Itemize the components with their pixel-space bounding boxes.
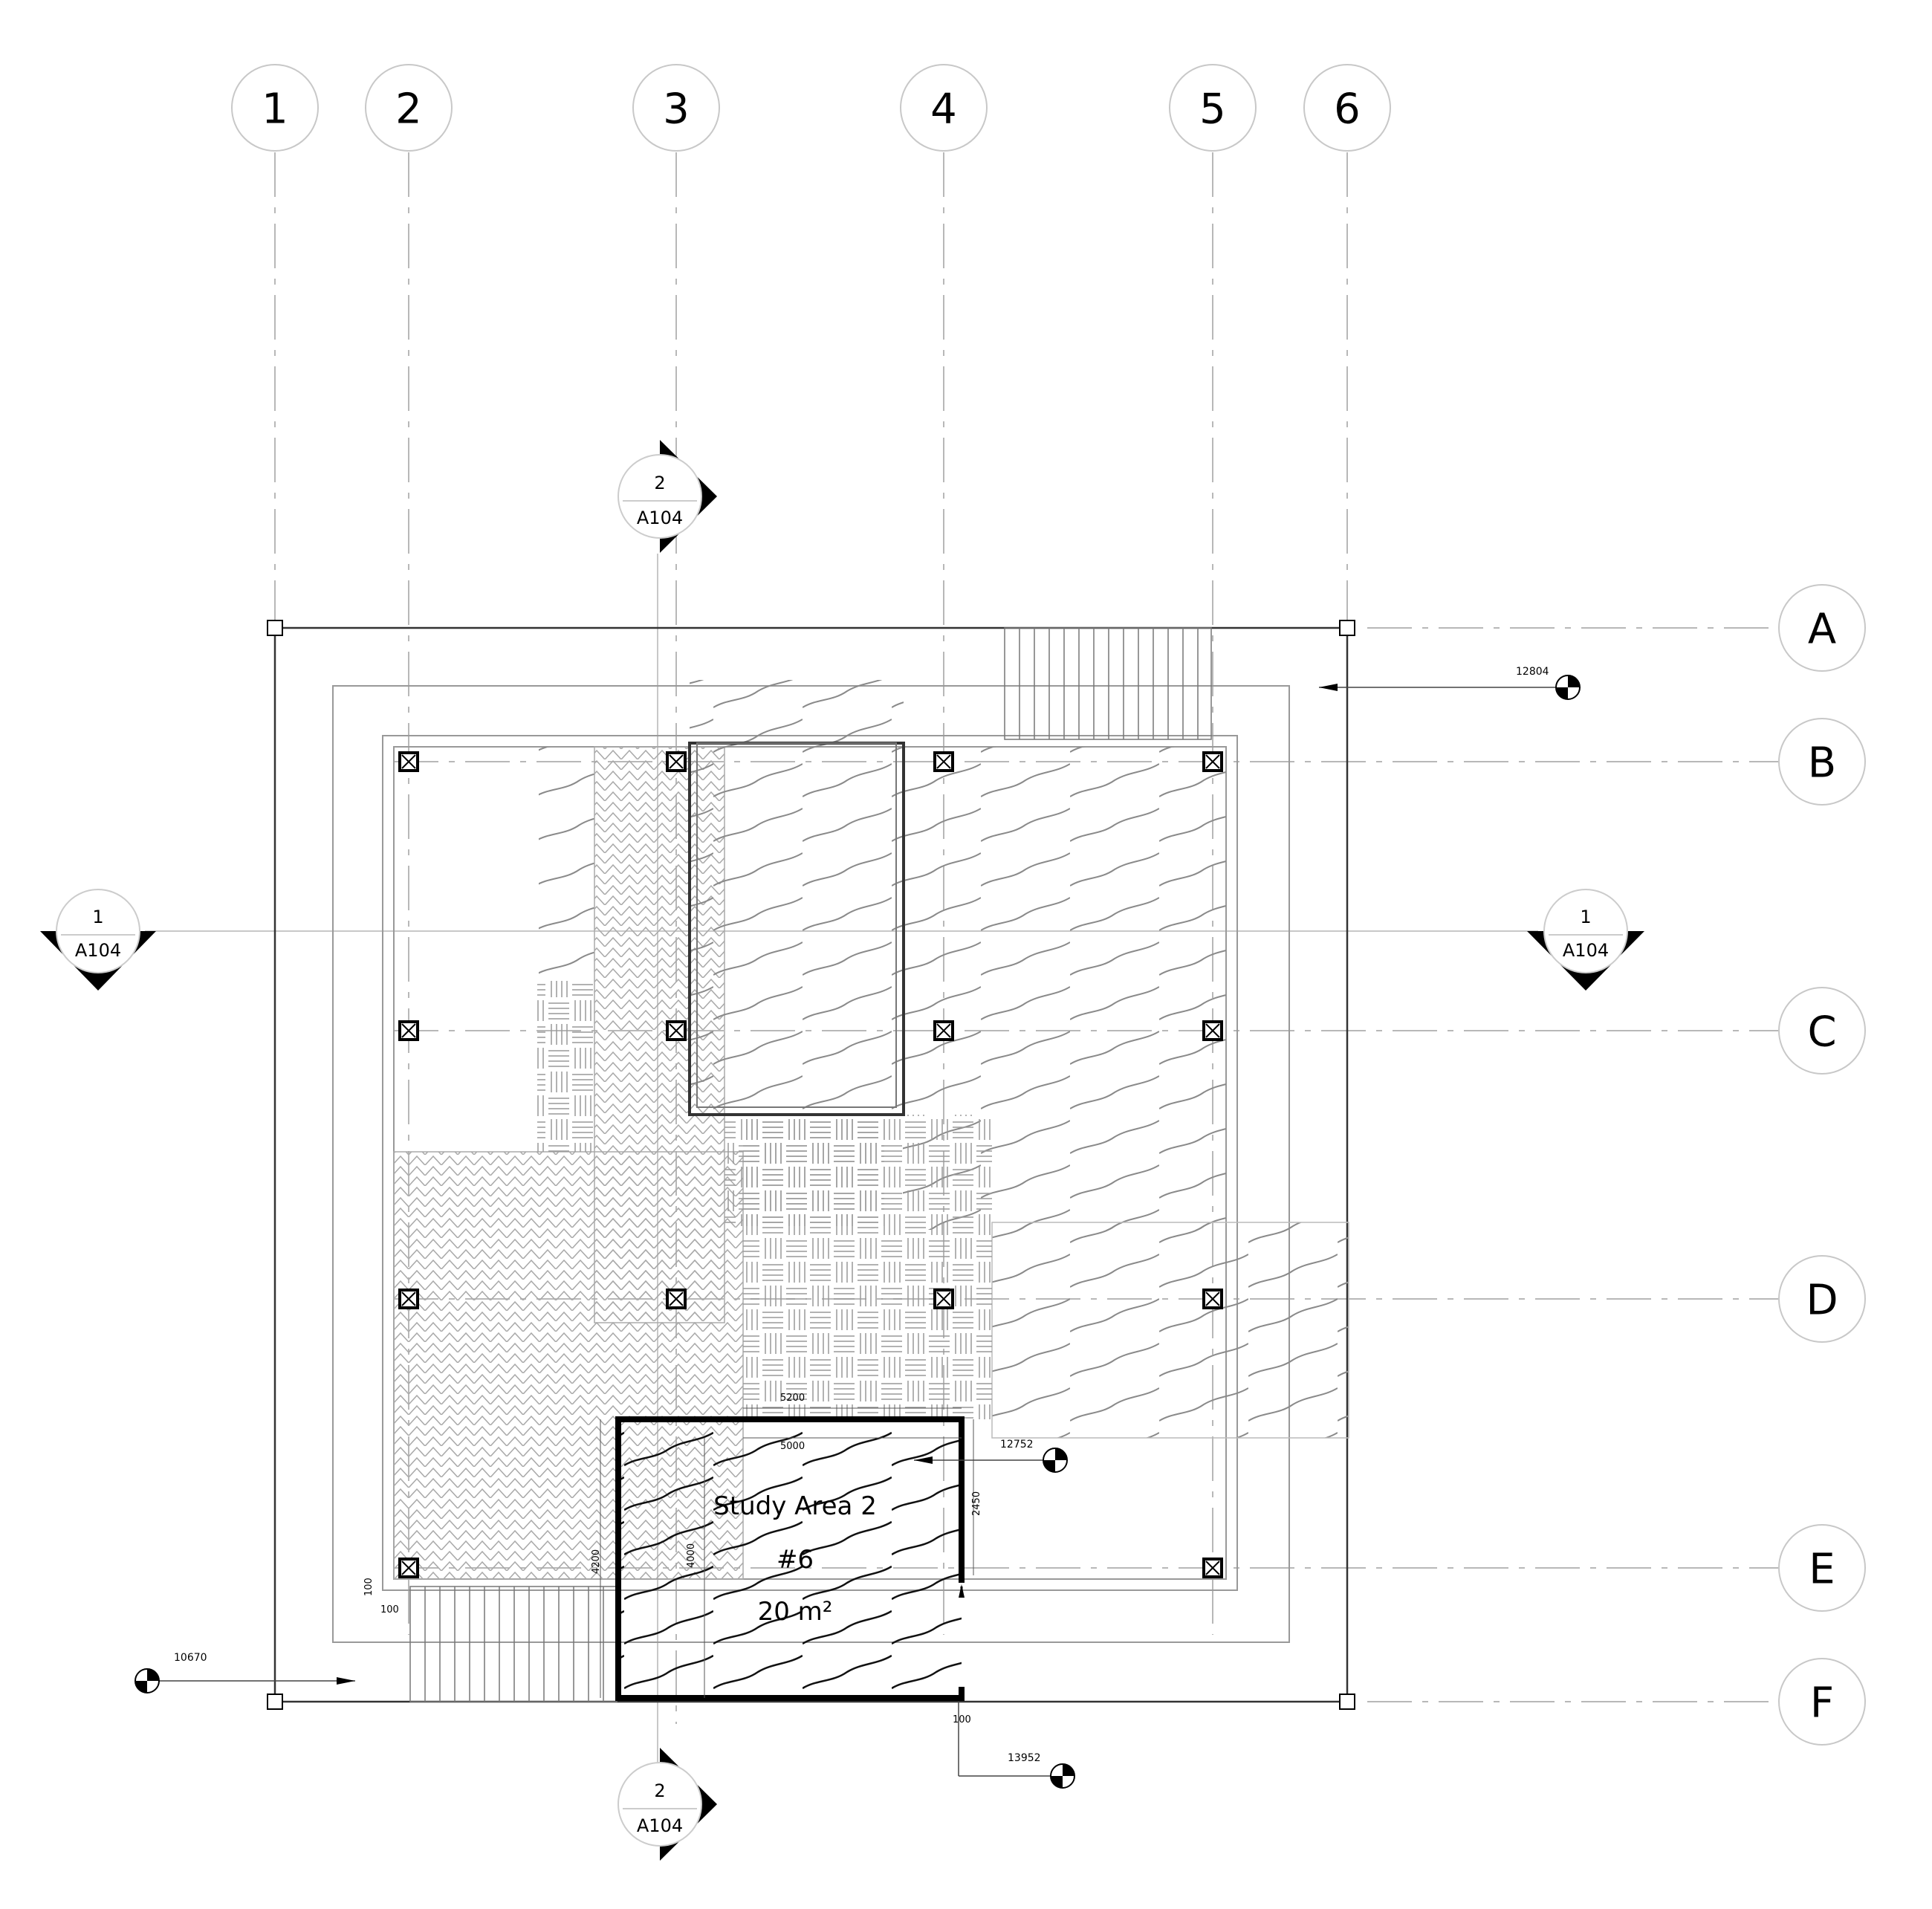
timber-floor-west [539,747,594,981]
level-marker-bottom-left: 10670 [134,1652,355,1694]
grid-bubble-D: D [1806,1277,1838,1325]
dimension-width-inner: 5000 [780,1441,805,1452]
timber-floor-deck [991,1222,1349,1439]
column-B3 [666,751,687,772]
grid-bubble-2: 2 [395,85,422,134]
grid-bubble-6: 6 [1334,85,1361,134]
dimension-offset-b: 100 [380,1604,399,1615]
study-area-room: Study Area 2 #6 20 m² [615,1416,965,1701]
column-E2 [398,1558,419,1578]
room-name: Study Area 2 [713,1491,877,1521]
grid-bubble-4: 4 [930,85,957,134]
floor-finishes [393,680,1349,1580]
grid-bubble-A: A [1808,606,1836,654]
column-C3 [666,1020,687,1041]
site-corner-markers [267,620,1355,1710]
dimension-height-inner: 4000 [686,1543,697,1568]
level-bottom: 13952 [1008,1752,1041,1764]
level-mid: 12752 [1000,1439,1034,1451]
column-D4 [933,1289,954,1309]
site-boundary [273,626,1349,1703]
level-marker-mid: 12752 [914,1439,1068,1473]
column-grid-bubbles: 1 2 3 4 5 6 [231,64,1391,152]
column-D3 [666,1289,687,1309]
dimension-width-outer: 5200 [780,1393,805,1404]
dimension-annotations: 5200 5000 4200 4000 2450 100 100 100 [363,1393,982,1725]
column-B4 [933,751,954,772]
column-E5 [1202,1558,1223,1578]
section-marker-left: 1 A104 [40,889,156,991]
column-C2 [398,1020,419,1041]
section-left-number: 1 [92,907,103,927]
dimension-offset-c: 100 [953,1714,971,1725]
row-grid-bubbles: A B C D E F [1778,584,1866,1746]
grid-bubble-5: 5 [1199,85,1226,134]
structural-columns [398,751,1223,1578]
parquet-centre-upper [724,1115,884,1226]
section-marker-right: 1 A104 [1527,889,1644,991]
timber-floor-north [690,680,904,743]
grid-bubble-C: C [1807,1008,1836,1057]
level-top-right: 12804 [1516,666,1549,678]
dimension-height-left: 4200 [591,1549,602,1574]
grid-bubble-3: 3 [663,85,690,134]
room-number: #6 [777,1545,814,1575]
grid-bubble-1: 1 [262,85,288,134]
section-top-sheet: A104 [637,508,683,528]
dimension-opening: 2450 [971,1491,982,1516]
section-top-number: 2 [654,473,665,493]
section-bottom-sheet: A104 [637,1815,683,1836]
stair-bottom [409,1586,617,1702]
column-C4 [933,1020,954,1041]
column-D5 [1202,1289,1223,1309]
void-opening [688,742,905,1116]
parquet-west [537,981,594,1152]
level-marker-top-right: 12804 [1319,666,1581,700]
column-B2 [398,751,419,772]
grid-bubble-B: B [1808,739,1836,788]
section-marker-bottom: 2 A104 [617,1748,717,1861]
level-bottom-left: 10670 [174,1652,207,1664]
column-C5 [1202,1020,1223,1041]
column-D2 [398,1289,419,1309]
column-B5 [1202,751,1223,772]
section-marker-top: 2 A104 [617,440,717,553]
level-marker-bottom: 13952 [958,1702,1075,1789]
section-bottom-number: 2 [654,1780,665,1801]
section-right-number: 1 [1580,907,1591,927]
stair-top [1004,627,1212,740]
room-area: 20 m² [758,1597,833,1627]
grid-bubble-F: F [1810,1679,1834,1728]
section-left-sheet: A104 [75,940,121,961]
void-opening-inner [696,742,897,1108]
section-right-sheet: A104 [1563,940,1609,961]
dimension-offset-a: 100 [363,1578,375,1596]
grid-bubble-E: E [1809,1546,1835,1594]
